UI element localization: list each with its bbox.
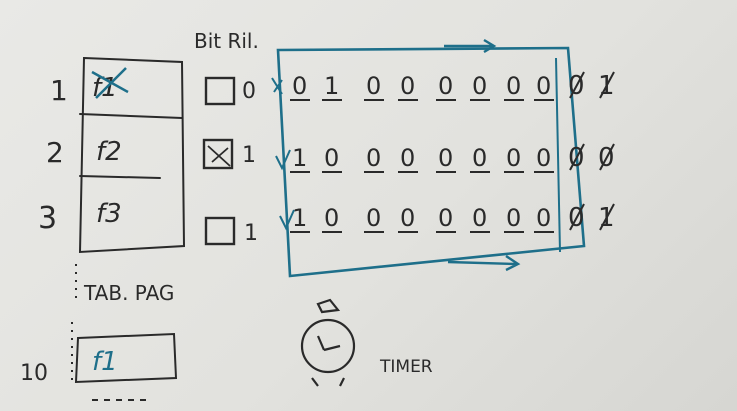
row-number-1: 1: [50, 74, 68, 107]
matrix-divider: [555, 57, 561, 253]
bit-cell-r3-c3: 0: [366, 204, 381, 232]
matrix-check-3: [279, 209, 295, 231]
bit-matrix-digits: 010000000110000000001000000001: [290, 71, 615, 233]
bit-cell-r2-c4: 0: [400, 144, 415, 172]
page-table-outline: [78, 56, 186, 254]
row-number-2: 2: [46, 136, 64, 169]
bit-box-1: [204, 76, 236, 106]
page-table-caption: TAB. PAG: [83, 281, 174, 305]
bit-cell-r3-c1: 1: [292, 204, 307, 232]
page-table-divider-1: [79, 113, 183, 119]
header-label: Bit Ril.: [194, 29, 259, 53]
bit-strike-r3-c9: [569, 203, 585, 231]
timer-knob: [316, 298, 341, 314]
timer-label: TIMER: [379, 357, 433, 377]
page-table-divider-2: [79, 175, 161, 179]
bit-value-1: 0: [242, 79, 256, 104]
bit-cell-r2-c3: 0: [366, 144, 381, 172]
frame-label-2: f2: [96, 137, 122, 167]
extra-frame-label: f1: [92, 347, 118, 377]
bit-cell-r3-c6: 0: [472, 204, 487, 232]
strike-mark: [91, 67, 129, 99]
bottom-arrow: [447, 255, 521, 272]
bit-cell-r1-c4: 0: [400, 72, 415, 100]
bit-box-3: [204, 216, 236, 246]
bit-cell-r2-c7: 0: [506, 144, 521, 172]
bit-cell-r1-c6: 0: [472, 72, 487, 100]
bit-cell-r2-c5: 0: [438, 144, 453, 172]
bit-cell-r2-c8: 0: [536, 144, 551, 172]
row-number-3: 3: [38, 201, 57, 236]
bit-boxes: [202, 76, 236, 246]
bit-value-2: 1: [242, 143, 256, 168]
bit-cell-r3-c4: 0: [400, 204, 415, 232]
bit-cell-r1-c7: 0: [506, 72, 521, 100]
bit-strike-r1-c9: [569, 71, 585, 99]
bit-cell-r3-c5: 0: [438, 204, 453, 232]
bit-cell-r3-c7: 0: [506, 204, 521, 232]
bit-cell-r1-c2: 1: [324, 72, 339, 100]
bit-cell-r3-c2: 0: [324, 204, 339, 232]
extra-row-number: 10: [20, 361, 48, 386]
timer-circle: [300, 318, 356, 374]
matrix-check-1: [271, 77, 283, 95]
bit-cell-r1-c1: 0: [292, 72, 307, 100]
matrix-check-2: [275, 149, 291, 171]
page-table: [78, 56, 186, 254]
bit-strike-r2-c9: [569, 143, 585, 171]
bit-strike-r1-c10: [599, 71, 615, 99]
bit-box-2-scribble: [207, 145, 231, 167]
top-arrow: [444, 38, 497, 54]
bit-cell-r2-c1: 1: [292, 144, 307, 172]
timer-legs: [311, 377, 345, 387]
bit-cell-r1-c3: 0: [366, 72, 381, 100]
bit-strike-r3-c10: [599, 203, 615, 231]
timer-hands: [316, 335, 341, 352]
frame-label-3: f3: [96, 199, 122, 229]
bit-cell-r3-c8: 0: [536, 204, 551, 232]
bit-cell-r1-c8: 0: [536, 72, 551, 100]
extra-row-box: [74, 332, 178, 384]
bit-cell-r2-c6: 0: [472, 144, 487, 172]
bit-strike-r2-c10: [599, 143, 615, 171]
bit-cell-r2-c2: 0: [324, 144, 339, 172]
bit-cell-r1-c5: 0: [438, 72, 453, 100]
timer-icon: [300, 298, 356, 387]
bit-value-3: 1: [244, 221, 258, 246]
bit-box-2: [202, 138, 234, 170]
bit-matrix-box: [276, 46, 586, 278]
